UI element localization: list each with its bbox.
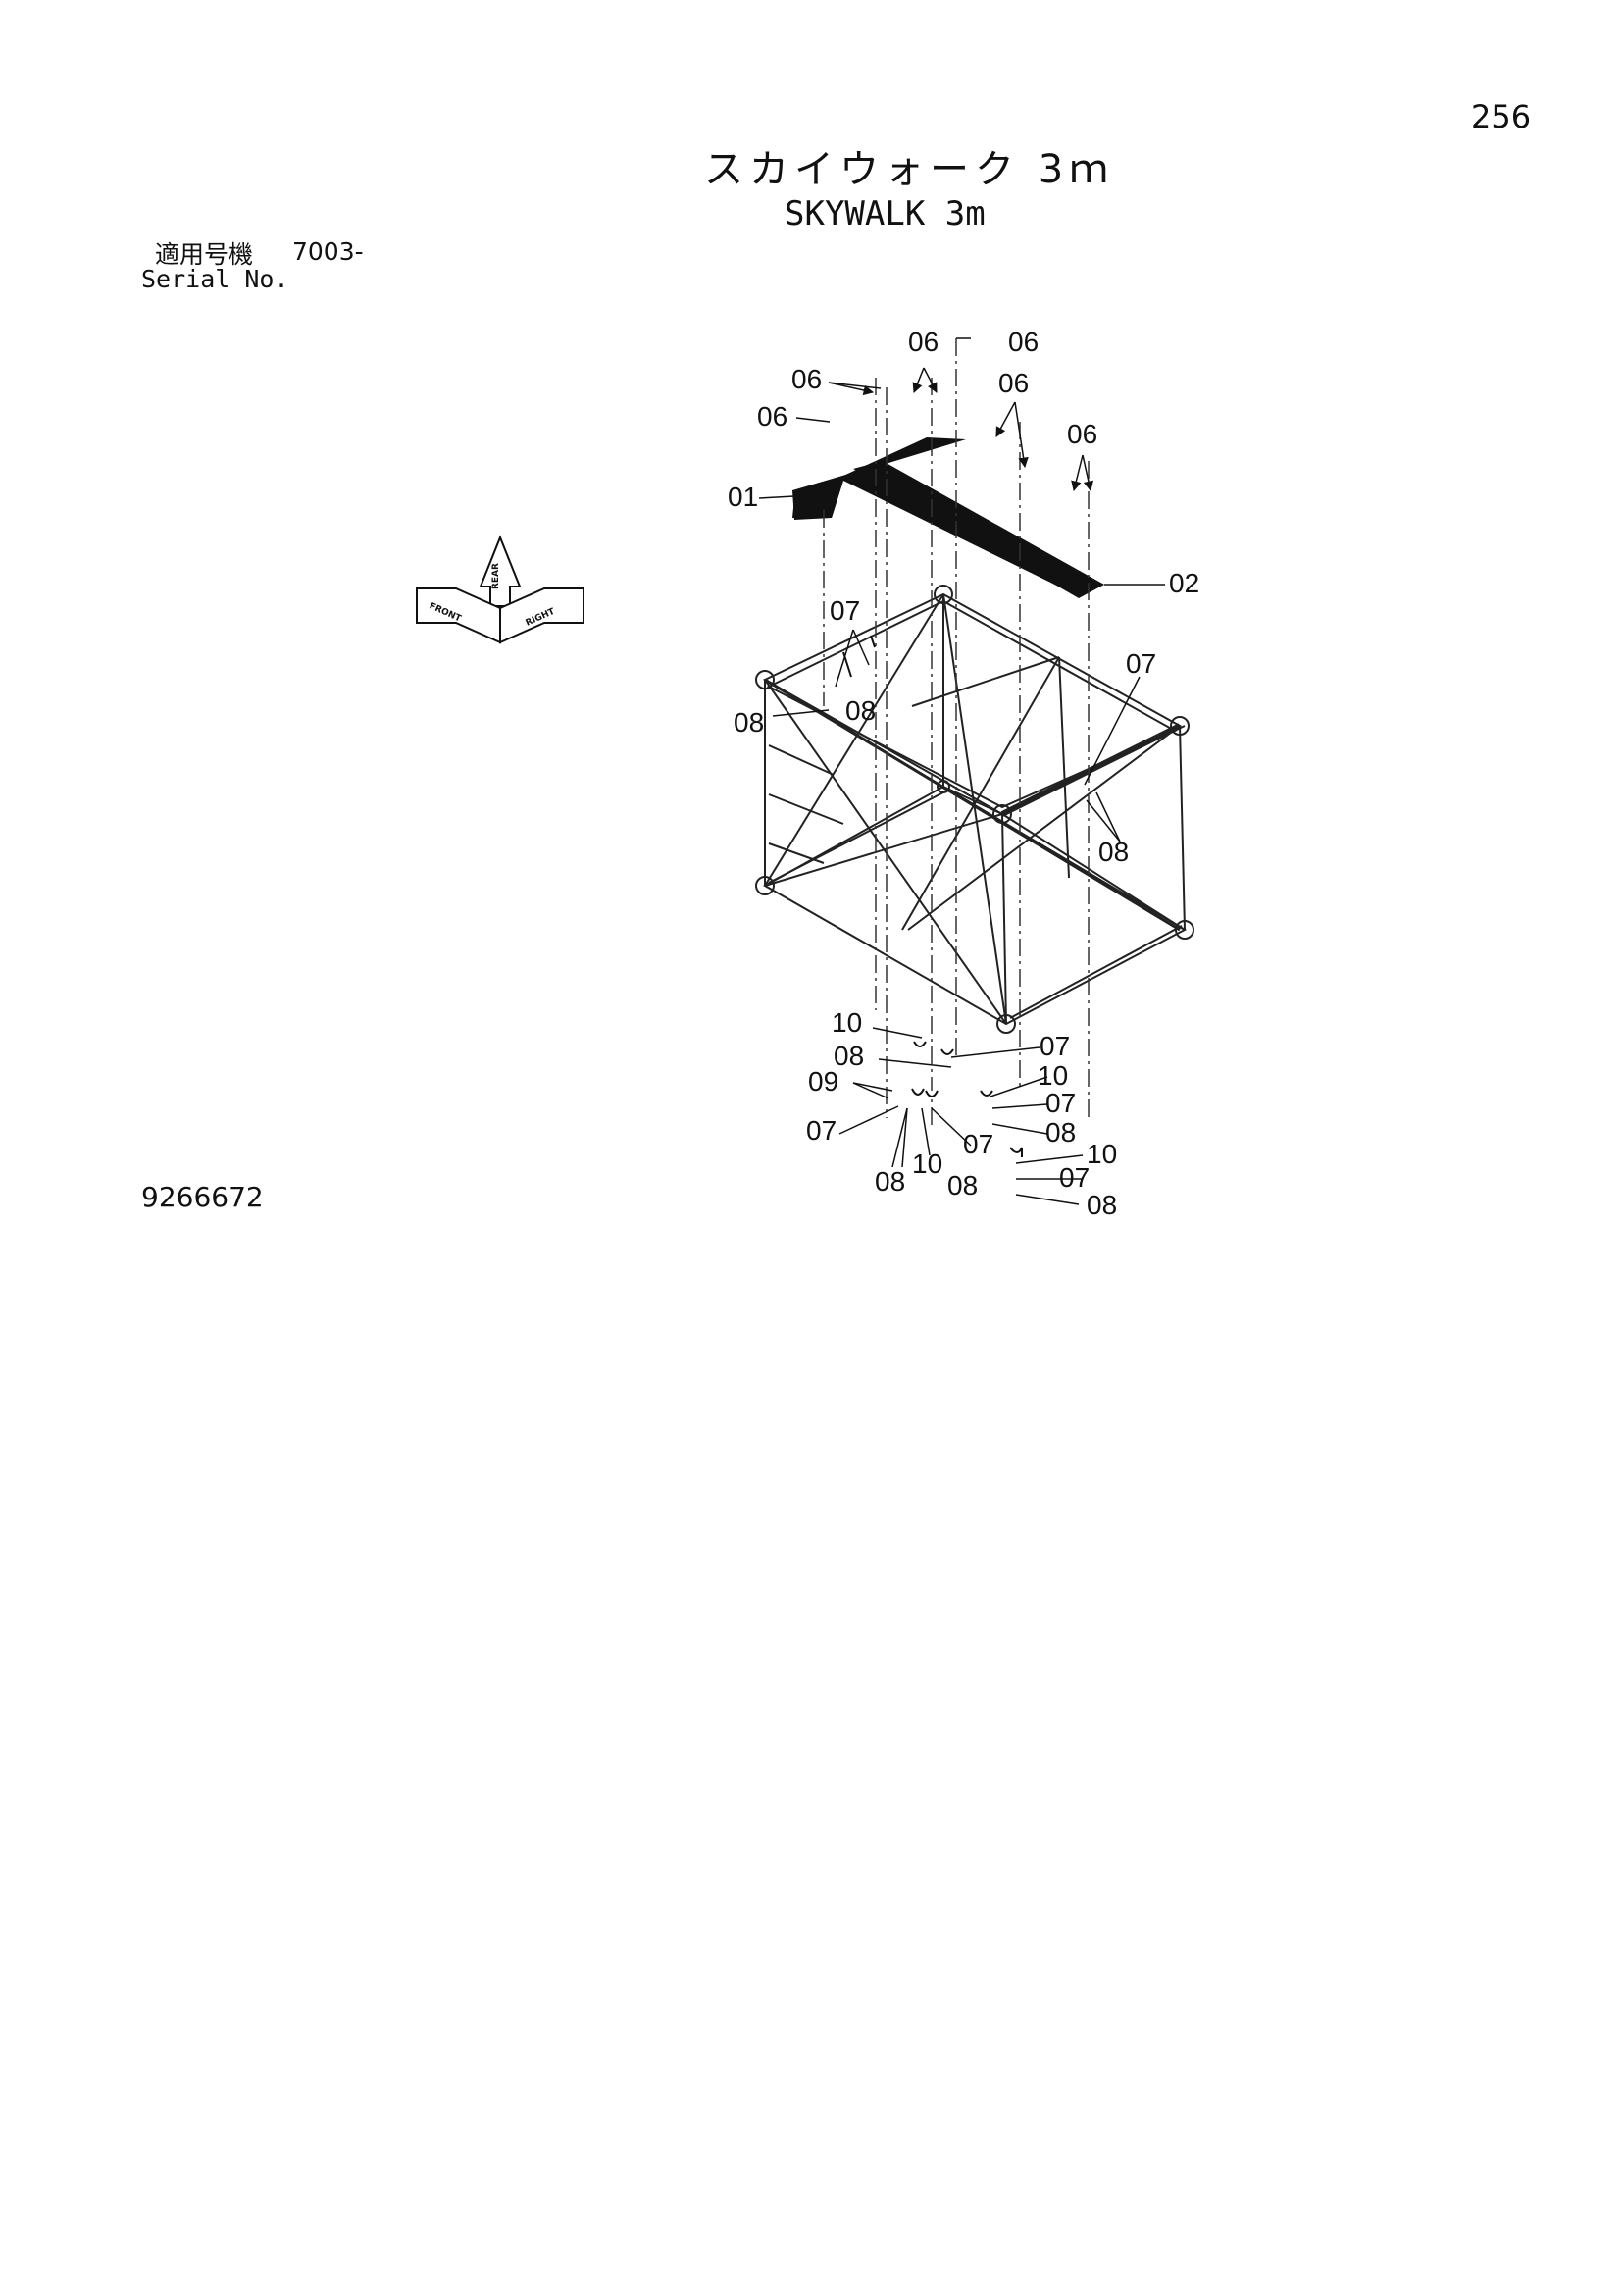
frame-top	[762, 592, 1183, 816]
corner-fitting	[1175, 920, 1194, 940]
part-02-plate	[853, 461, 1104, 598]
callout-label: 08	[845, 695, 876, 726]
callout-label: 02	[1169, 568, 1199, 598]
walkway-plates	[792, 437, 1104, 598]
callout-label: 07	[1126, 648, 1156, 679]
pin-part	[842, 651, 852, 678]
drawing-number: 9266672	[141, 1181, 264, 1213]
callout-label: 06	[1067, 419, 1097, 449]
pin-part	[870, 635, 876, 648]
clip-part	[980, 1090, 993, 1097]
callout-label: 10	[1087, 1139, 1117, 1169]
callout-label: 06	[791, 364, 822, 394]
page-title-japanese: スカイウォーク 3ｍ	[704, 147, 1115, 192]
callout-label: 06	[908, 327, 939, 357]
corner-fitting	[992, 804, 1012, 824]
callout-label: 09	[808, 1066, 838, 1097]
frame-post-front	[1001, 813, 1007, 1025]
callout-label: 08	[1098, 837, 1129, 867]
callout-label: 08	[734, 707, 764, 738]
centre-lines	[823, 338, 1090, 1128]
corner-fitting	[937, 780, 950, 793]
callout-label: 07	[1059, 1162, 1090, 1193]
orientation-badge-icon: FRONT RIGHT REAR	[416, 535, 584, 644]
skywalk-frame	[755, 585, 1194, 1034]
clip-part	[1009, 1147, 1023, 1157]
corner-fitting	[755, 876, 775, 895]
callout-labels: 06 06 06 06 06 06 01 02 07 08 08 07 08 1…	[728, 327, 1199, 1220]
callout-label: 08	[1087, 1190, 1117, 1220]
callout-label: 07	[963, 1129, 993, 1159]
callout-label: 06	[757, 401, 787, 432]
page-number: 256	[1471, 98, 1532, 135]
corner-fitting	[1170, 716, 1190, 736]
serial-label-english: Serial No.	[141, 265, 289, 293]
leader-lines	[758, 337, 1165, 1205]
callout-label: 07	[1045, 1088, 1076, 1118]
frame-post-right	[1179, 725, 1186, 931]
serial-number: 7003-	[292, 237, 364, 266]
callout-label: 08	[834, 1041, 864, 1071]
callout-label: 08	[1045, 1117, 1076, 1148]
callout-label: 10	[912, 1148, 942, 1179]
callout-label: 07	[1040, 1031, 1070, 1061]
corner-fitting	[755, 670, 775, 689]
corner-fitting	[996, 1014, 1016, 1034]
clip-part	[911, 1088, 939, 1097]
callout-label: 10	[832, 1007, 862, 1038]
part-01-plate	[792, 437, 966, 518]
callout-label: 08	[875, 1166, 905, 1197]
callout-label: 07	[806, 1115, 837, 1146]
badge-top-text: REAR	[491, 563, 501, 589]
callout-label: 07	[830, 595, 860, 626]
callout-label: 06	[1008, 327, 1039, 357]
corner-fitting	[934, 585, 953, 604]
callout-label: 01	[728, 482, 758, 512]
callout-label: 08	[947, 1170, 978, 1200]
page-title-english: SKYWALK 3m	[785, 194, 986, 233]
serial-label-japanese: 適用号機	[155, 240, 254, 269]
clip-part	[913, 1041, 954, 1055]
callout-label: 06	[998, 368, 1029, 398]
hardware-parts	[842, 635, 1023, 1157]
callout-label: 10	[1038, 1060, 1068, 1091]
